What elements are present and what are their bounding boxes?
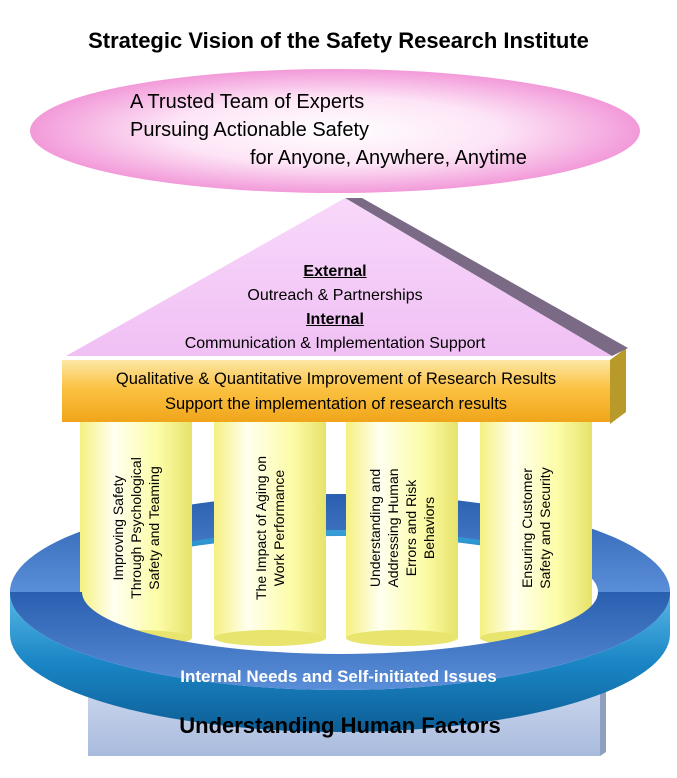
beam [62,348,626,424]
pillar-3-line: Understanding and [367,468,383,588]
pillar-3-line: Behaviors [421,496,437,560]
vision-line-3: for Anyone, Anywhere, Anytime [250,147,527,169]
pillar-1-line: Safety and Teaming [146,466,162,590]
ring-front [10,592,670,732]
pillar-2-line: Work Performance [271,469,287,587]
pillar-3-line: Addressing Human [385,468,401,588]
pillar-4-line: Ensuring Customer [519,468,535,588]
pillar-1-label: Improving Safety Through Psychological S… [80,418,192,638]
foundation-label: Understanding Human Factors [179,713,501,738]
vision-line-1: A Trusted Team of Experts [130,91,365,113]
roof-internal-heading: Internal [306,311,364,328]
beam-line-2: Support the implementation of research r… [164,395,508,413]
vision-line-2: Pursuing Actionable Safety [130,119,370,141]
roof-external-heading: External [303,263,367,280]
roof [66,198,628,356]
pillar-1-line: Through Psychological [128,457,144,599]
roof-internal-text: Communication & Implementation Support [184,335,486,352]
pillar-2-label: The Impact of Aging on Work Performance [214,418,326,638]
pillar-3 [346,418,458,646]
vision-ellipse [30,69,640,193]
pillar-3-line: Errors and Risk [403,479,419,577]
pillar-1-line: Improving Safety [110,475,126,581]
ring-label: Internal Needs and Self-initiated Issues [180,667,497,686]
roof-external-text: Outreach & Partnerships [247,287,423,304]
pillar-3-label: Understanding and Addressing Human Error… [346,418,458,638]
pillar-4-label: Ensuring Customer Safety and Security [480,418,592,638]
pillar-2 [214,418,326,646]
pillar-2-line: The Impact of Aging on [253,456,269,600]
beam-line-1: Qualitative & Quantitative Improvement o… [115,370,557,388]
diagram-title: Strategic Vision of the Safety Research … [88,28,589,53]
pillar-4-line: Safety and Security [537,467,553,589]
